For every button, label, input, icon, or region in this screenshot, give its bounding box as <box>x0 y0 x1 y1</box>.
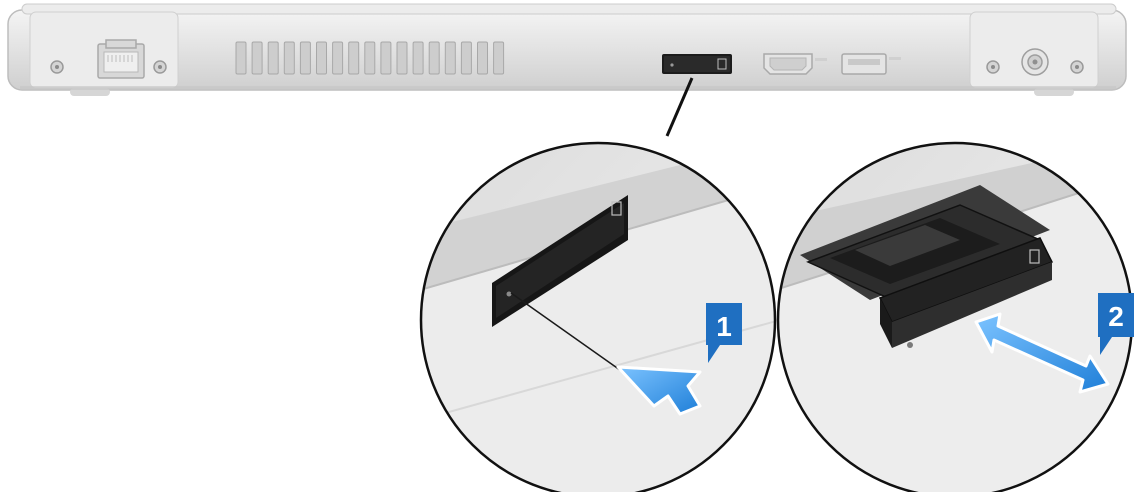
vent-slat <box>333 42 343 74</box>
vent-slat <box>494 42 504 74</box>
power-port-icon <box>1022 49 1048 75</box>
vent-slat <box>268 42 278 74</box>
vent-slat <box>365 42 375 74</box>
vent-slat <box>429 42 439 74</box>
sim-card-slot <box>662 54 732 74</box>
vent-slat <box>445 42 455 74</box>
laptop-rear-panel <box>8 4 1126 96</box>
vent-slat <box>478 42 488 74</box>
screw-icon-right-2 <box>1071 61 1083 73</box>
vent-slat <box>236 42 246 74</box>
zoom-circle-step-2 <box>775 140 1134 492</box>
vent-slat <box>252 42 262 74</box>
step-1-number: 1 <box>716 311 732 342</box>
vent-slat <box>397 42 407 74</box>
vent-slat <box>461 42 471 74</box>
vent-slat <box>284 42 294 74</box>
vent-slat <box>349 42 359 74</box>
vent-slat <box>381 42 391 74</box>
screw-icon-left-1 <box>51 61 63 73</box>
cooling-vent <box>236 42 504 74</box>
vent-slat <box>317 42 327 74</box>
screw-icon-right-1 <box>987 61 999 73</box>
step-2-number: 2 <box>1108 301 1124 332</box>
ethernet-port-icon <box>98 40 144 78</box>
vent-slat <box>413 42 423 74</box>
screw-icon-left-2 <box>154 61 166 73</box>
vent-slat <box>300 42 310 74</box>
